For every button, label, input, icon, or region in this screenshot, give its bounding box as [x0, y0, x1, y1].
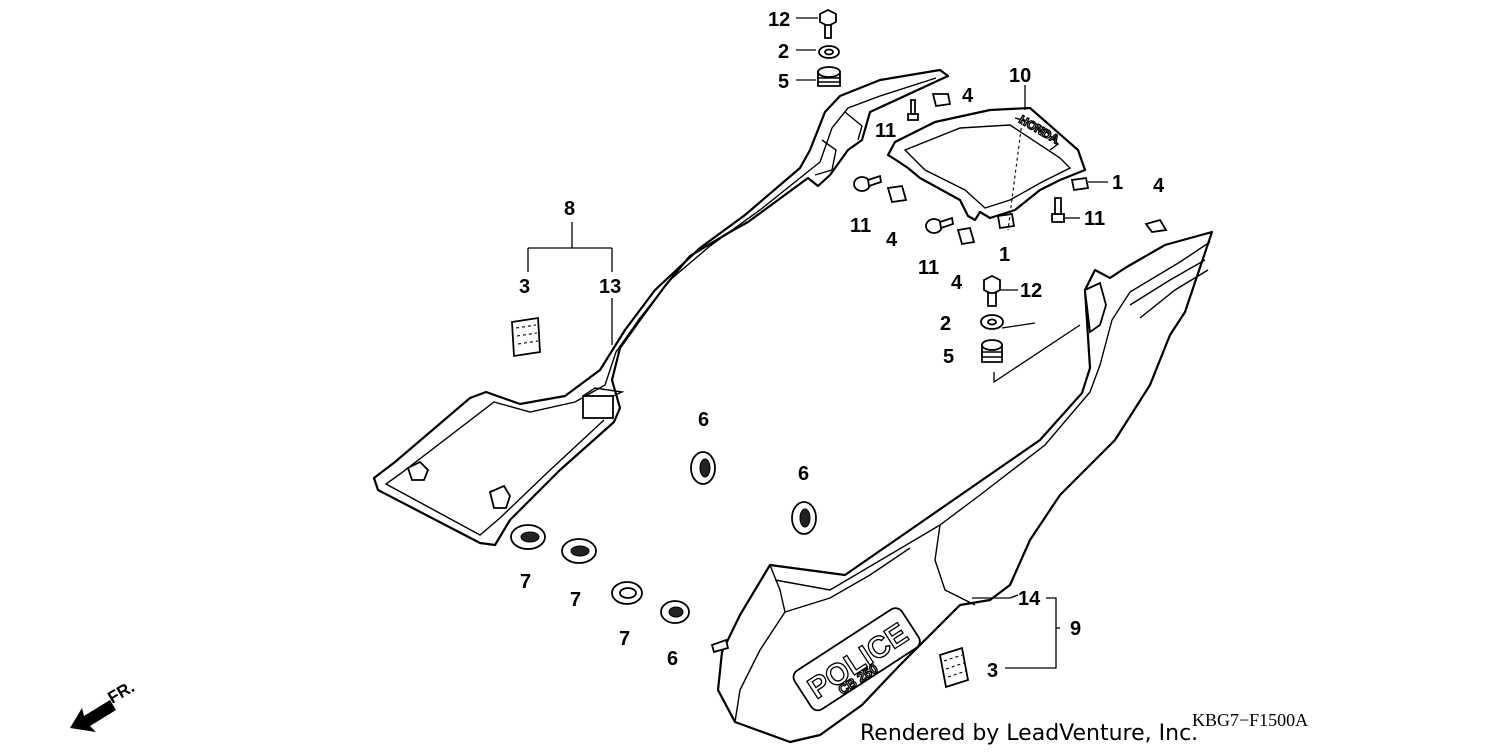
callout-14: 14	[1018, 588, 1041, 610]
clip-4-c	[956, 226, 976, 246]
callout-7: 7	[520, 571, 531, 593]
diagram-code: KBG7−F1500A	[1192, 710, 1308, 730]
callout-2: 2	[778, 41, 789, 63]
front-arrow-icon: FR.	[70, 677, 138, 732]
callout-7: 7	[619, 628, 630, 650]
callout-4: 4	[886, 229, 898, 251]
callout-3: 3	[987, 660, 998, 682]
police-badge: POLICE	[792, 607, 921, 712]
bolt-12-top	[819, 8, 837, 39]
grommet-6-a	[690, 451, 716, 485]
callout-8: 8	[564, 198, 575, 220]
clip-4-b	[886, 184, 908, 204]
callout-5: 5	[943, 346, 954, 368]
pad-3-left	[511, 316, 541, 358]
screw-11-b	[853, 174, 883, 192]
grommet-7-a	[510, 524, 546, 550]
grommet-7-b	[561, 538, 597, 564]
callout-4: 4	[951, 272, 963, 294]
screw-11-c	[925, 216, 955, 234]
grommet-6-c	[660, 600, 690, 624]
left-side-cover	[372, 68, 950, 547]
callout-3: 3	[519, 276, 530, 298]
callout-1: 1	[1112, 172, 1123, 194]
grommet-5-top	[817, 66, 841, 87]
callout-7: 7	[570, 589, 581, 611]
washer-2-mid	[980, 314, 1004, 330]
credit-text: Rendered by LeadVenture, Inc.	[860, 721, 1198, 746]
screw-11-d	[1051, 197, 1065, 223]
clip-nut-1-b	[996, 212, 1016, 230]
screw-11-a	[907, 99, 919, 121]
callout-12: 12	[1020, 280, 1042, 302]
callout-1: 1	[999, 244, 1010, 266]
callout-labels: 12 2 5 4 10 11 1 4 11 4 11 11 4 1 12 2 5…	[519, 9, 1165, 682]
right-side-cover: POLICE CB 250	[710, 230, 1214, 744]
grommet-7-c	[611, 581, 643, 605]
clip-nut-1-a	[1070, 176, 1090, 192]
callout-6: 6	[667, 648, 678, 670]
bolt-12-mid	[983, 274, 1001, 307]
pad-3-right	[938, 646, 970, 689]
clip-4-d	[1144, 218, 1168, 233]
callout-12: 12	[768, 9, 790, 31]
callout-11: 11	[875, 120, 896, 142]
leader-lines	[527, 17, 1108, 669]
callout-11: 11	[918, 257, 939, 279]
callout-13: 13	[599, 276, 621, 298]
clip-4-a	[931, 93, 952, 108]
tail-piece: HONDA	[886, 106, 1087, 222]
grommet-5-mid	[981, 339, 1003, 363]
callout-6: 6	[698, 409, 709, 431]
callout-6: 6	[798, 463, 809, 485]
callout-4: 4	[962, 85, 974, 107]
callout-4: 4	[1153, 175, 1165, 197]
callout-11: 11	[850, 215, 871, 237]
callout-5: 5	[778, 71, 789, 93]
callout-11: 11	[1084, 208, 1105, 230]
washer-2-top	[818, 45, 840, 59]
grommet-6-b	[791, 501, 817, 535]
callout-10: 10	[1009, 65, 1031, 87]
callout-2: 2	[940, 313, 951, 335]
callout-9: 9	[1070, 618, 1081, 640]
